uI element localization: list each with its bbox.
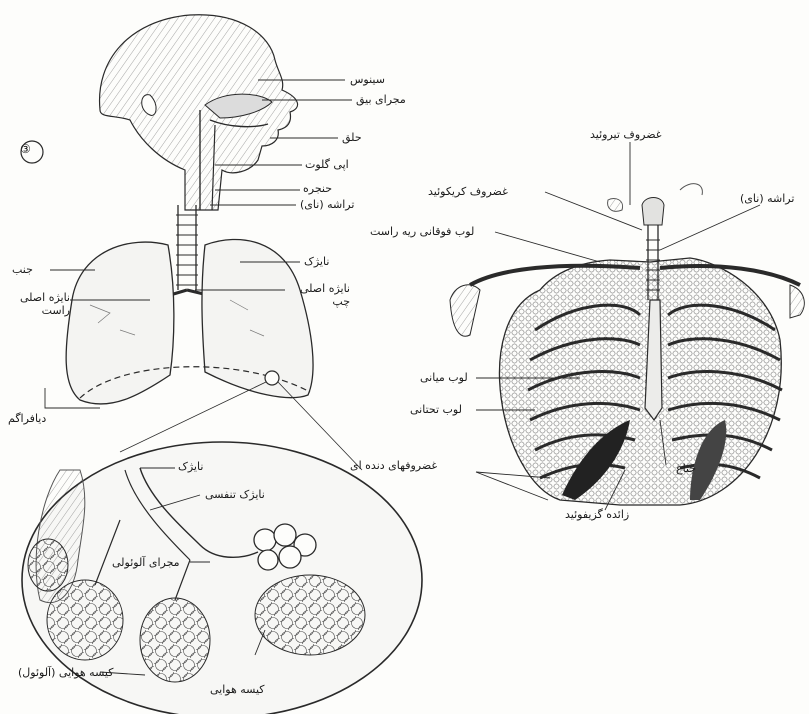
- label-trachea-left: تراشه (نای): [300, 198, 354, 211]
- label-xiphoid-process: زائده گزیفوئید: [565, 508, 629, 521]
- head-profile: [100, 15, 298, 210]
- label-air-sac-alveolus: کیسه هوایی (آلوئول): [18, 666, 113, 679]
- label-air-sac: کیسه هوایی: [210, 683, 265, 696]
- figure-marker: ③: [20, 143, 31, 156]
- label-diaphragm: دیافراگم: [8, 412, 46, 425]
- label-cricoid-cartilage: غضروف کریکوئید: [428, 185, 508, 198]
- label-respiratory-bronchiole: نایژک تنفسی: [205, 488, 265, 501]
- label-left-main-bronchus: نایژه اصلی چپ: [290, 282, 350, 308]
- label-costal-cartilages: غضروفهای دنده ای: [350, 459, 437, 472]
- label-alveolus-bronchiole: نایژک: [178, 460, 203, 473]
- lungs-left-figure: [66, 239, 313, 404]
- label-sternum: جناغ: [676, 462, 696, 475]
- label-thyroid-cartilage: غضروف تیروئید: [590, 128, 662, 141]
- label-middle-lobe: لوب میانی: [420, 371, 468, 384]
- label-epiglottis: اپی گلوت: [305, 158, 349, 171]
- label-nasal-passage: مجرای بیق: [356, 93, 406, 106]
- label-bronchus: نایژک: [304, 255, 329, 268]
- label-lower-lobe: لوب تحتانی: [410, 403, 462, 416]
- label-pleura: جنب: [12, 263, 33, 276]
- label-right-upper-lobe: لوب فوقانی ریه راست: [370, 225, 474, 238]
- label-right-main-bronchus: نایژه اصلی راست: [8, 291, 70, 317]
- label-sinus: سینوس: [350, 73, 385, 86]
- label-trachea-right: تراشه (نای): [740, 192, 794, 205]
- label-larynx: حنجره: [303, 182, 332, 195]
- label-pharynx: حلق: [342, 131, 362, 144]
- rib-cage: [450, 184, 804, 505]
- label-alveolar-duct: مجرای آلوئولی: [112, 556, 180, 569]
